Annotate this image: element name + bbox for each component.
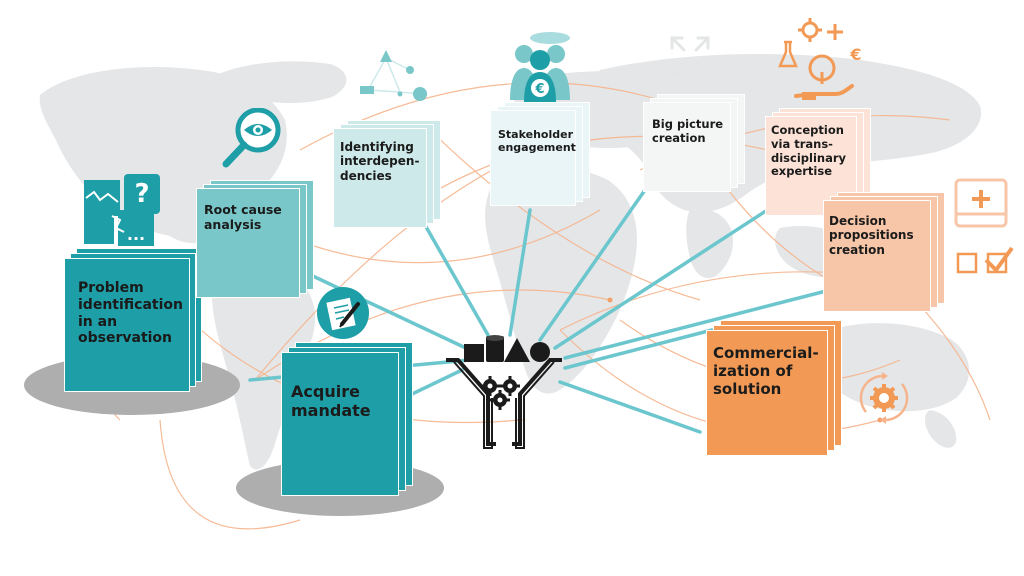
connector-commercialization: [558, 380, 702, 434]
card-stakeholder-label: Stakeholder engagement: [498, 128, 576, 155]
people-euro-icon: €: [510, 32, 570, 102]
connector-interdependencies: [423, 223, 490, 337]
card-conception-label: Conception via trans- disciplinary exper…: [771, 123, 847, 179]
puzzle-question-icon: ? ...: [84, 174, 160, 246]
network-shapes-icon: [360, 50, 427, 101]
card-interdependencies[interactable]: Identifying interdepen- dencies: [333, 120, 443, 232]
connector-stakeholder: [508, 208, 532, 337]
funnel-gears-icon: [446, 335, 562, 449]
card-stakeholder[interactable]: Stakeholder engagement: [490, 102, 590, 210]
card-mandate-label: Acquire mandate: [291, 382, 371, 421]
svg-text:€: €: [849, 45, 861, 64]
idea-hand-icon: €: [778, 18, 862, 100]
card-commercialization[interactable]: Commercial- ization of solution: [706, 320, 846, 458]
svg-text:?: ?: [134, 179, 149, 209]
contract-pen-icon: [317, 287, 369, 339]
connector-big-picture: [538, 188, 647, 342]
gear-cycle-icon: [859, 372, 909, 424]
connector-conception: [553, 203, 777, 350]
decision-checkbox-icon: [954, 178, 1014, 274]
connector-decision-2: [563, 328, 714, 370]
card-big-picture[interactable]: Big picture creation: [643, 94, 747, 196]
connector-decision: [563, 288, 832, 360]
card-decision[interactable]: Decision propositions creation: [823, 192, 947, 316]
card-mandate[interactable]: Acquire mandate: [281, 342, 415, 498]
card-problem[interactable]: Problem identification in an observation: [64, 248, 206, 394]
card-commercialization-label: Commercial- ization of solution: [713, 344, 819, 398]
card-conception[interactable]: Conception via trans- disciplinary exper…: [765, 108, 873, 220]
svg-text:...: ...: [127, 225, 145, 244]
magnifier-eye-icon: [222, 108, 281, 168]
svg-text:€: €: [534, 82, 544, 97]
card-decision-label: Decision propositions creation: [829, 214, 914, 257]
connector-mandate: [408, 368, 464, 397]
card-root-cause-label: Root cause analysis: [204, 202, 282, 232]
expand-arrows-icon: [670, 36, 710, 76]
card-problem-label: Problem identification in an observation: [78, 280, 183, 347]
card-interdependencies-label: Identifying interdepen- dencies: [340, 140, 420, 183]
connector-root-cause: [298, 268, 472, 352]
card-big-picture-label: Big picture creation: [652, 117, 724, 145]
card-root-cause[interactable]: Root cause analysis: [196, 180, 316, 302]
